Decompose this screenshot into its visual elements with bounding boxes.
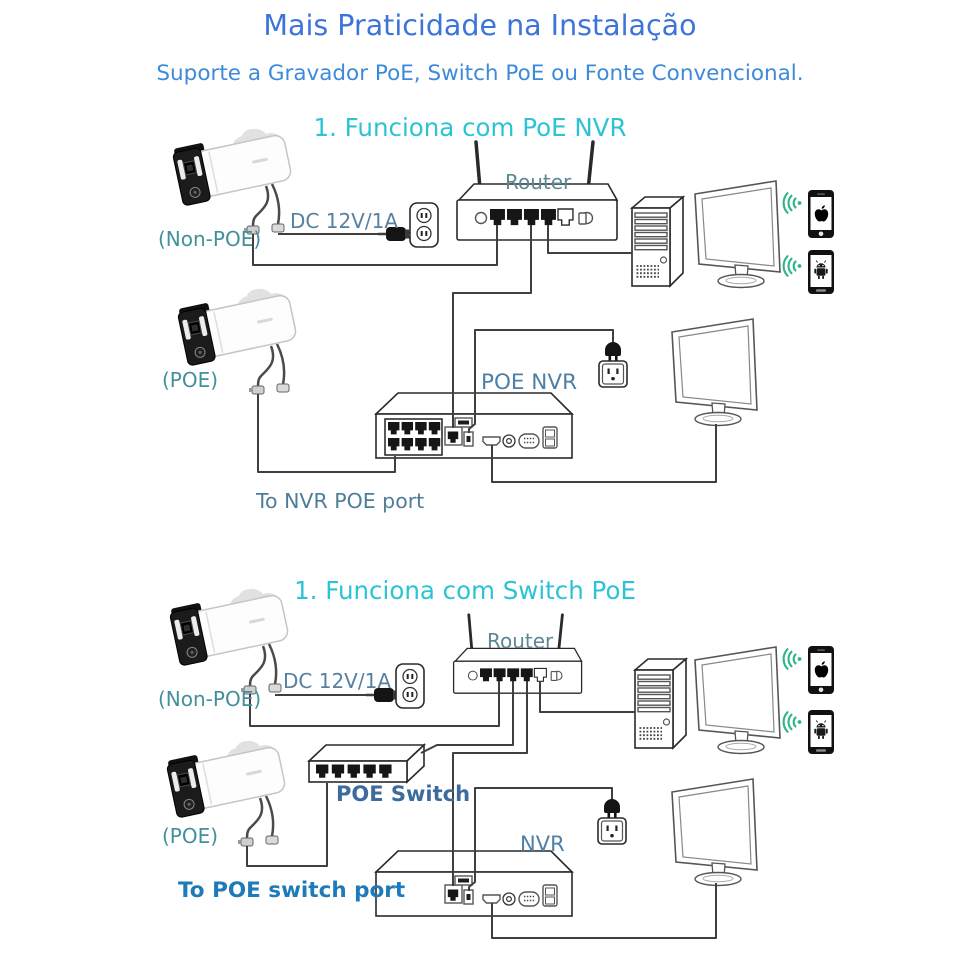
android-phone-icon: [807, 249, 835, 295]
cable-wire: [491, 424, 717, 483]
pc-tower-icon: [631, 196, 684, 287]
cable-wire: [252, 225, 498, 266]
section2-non-poe-label: (Non-POE): [158, 687, 261, 711]
section2-note: To POE switch port: [178, 878, 405, 903]
section1-heading: 1. Funciona com PoE NVR: [314, 113, 627, 142]
wall-outlet-icon: [409, 202, 439, 248]
cable-wire: [452, 225, 532, 428]
section2-heading: 1. Funciona com Switch PoE: [294, 576, 636, 605]
cable-wire: [257, 394, 396, 473]
section1-non-poe-label: (Non-POE): [158, 227, 261, 251]
page-title: Mais Praticidade na Instalação: [263, 9, 696, 42]
bullet-camera-icon: [167, 584, 292, 696]
android-phone-icon: [807, 709, 835, 755]
wifi-signal-icon: [782, 255, 803, 277]
monitor-icon: [694, 646, 781, 755]
monitor-icon: [671, 778, 758, 887]
wall-outlet-icon: [395, 663, 425, 709]
monitor-icon: [671, 318, 758, 427]
section1-note: To NVR POE port: [255, 489, 424, 513]
cable-wire: [452, 681, 528, 886]
cable-wire: [249, 681, 500, 727]
cable-wire: [547, 225, 632, 254]
monitor-icon: [694, 180, 781, 289]
cable-wire: [420, 681, 514, 754]
cable-wire: [246, 783, 328, 867]
section-poe-switch: [164, 584, 835, 939]
cable-wire: [468, 329, 614, 433]
power-plug-icon: [604, 799, 620, 819]
cable-wire: [491, 883, 717, 939]
bullet-camera-icon: [170, 124, 295, 236]
power-plug-icon: [605, 342, 621, 362]
wall-outlet-icon: [597, 817, 627, 845]
iphone-icon: [808, 190, 834, 238]
section-poe-nvr: [170, 124, 835, 483]
router-icon: [454, 615, 582, 693]
page-subtitle: Suporte a Gravador PoE, Switch PoE ou Fo…: [156, 61, 803, 86]
section2-poe-switch-label: POE Switch: [336, 782, 470, 806]
section2-dc-label: DC 12V/1A: [283, 669, 391, 693]
cable-wire: [468, 787, 613, 891]
wall-outlet-icon: [598, 360, 628, 388]
section2-nvr-label: NVR: [520, 832, 565, 856]
section1-router-label: Router: [505, 170, 572, 194]
section2-poe-label: (POE): [162, 824, 218, 848]
section1-poe-nvr-label: POE NVR: [481, 370, 577, 395]
cable-wire: [539, 681, 635, 713]
wifi-signal-icon: [782, 648, 803, 670]
section1-poe-label: (POE): [162, 368, 218, 392]
section2-router-label: Router: [487, 629, 554, 653]
wifi-signal-icon: [782, 711, 803, 733]
wifi-signal-icon: [782, 192, 803, 214]
iphone-icon: [808, 646, 834, 694]
pc-tower-icon: [634, 658, 687, 749]
section1-dc-label: DC 12V/1A: [290, 209, 398, 233]
poe-switch-icon: [306, 743, 427, 784]
